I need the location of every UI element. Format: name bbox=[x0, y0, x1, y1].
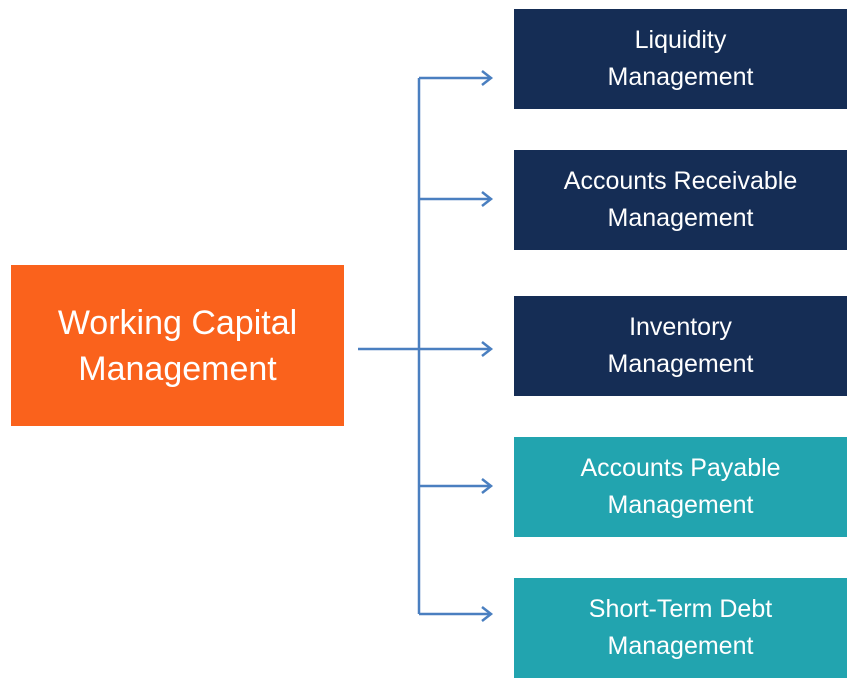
child-label: Accounts Receivable Management bbox=[563, 167, 798, 232]
arrow-head-icon bbox=[481, 606, 494, 622]
short-term-debt-management-box: Short-Term Debt Management bbox=[514, 578, 847, 678]
child-label: Accounts Payable Management bbox=[580, 454, 781, 519]
liquidity-management-box: Liquidity Management bbox=[514, 9, 847, 109]
accounts-payable-management-box: Accounts Payable Management bbox=[514, 437, 847, 537]
arrow-head-icon bbox=[481, 70, 494, 86]
root-label: Working Capital Management bbox=[57, 303, 298, 388]
arrow-head-icon bbox=[481, 478, 494, 494]
arrow-head-icon bbox=[481, 191, 494, 207]
child-label: Short-Term Debt Management bbox=[588, 595, 773, 660]
working-capital-management-box: Working Capital Management bbox=[11, 265, 344, 426]
child-label: Inventory Management bbox=[607, 313, 754, 378]
child-label: Liquidity Management bbox=[607, 26, 754, 91]
inventory-management-box: Inventory Management bbox=[514, 296, 847, 396]
arrow-head-icon bbox=[481, 341, 494, 357]
accounts-receivable-management-box: Accounts Receivable Management bbox=[514, 150, 847, 250]
